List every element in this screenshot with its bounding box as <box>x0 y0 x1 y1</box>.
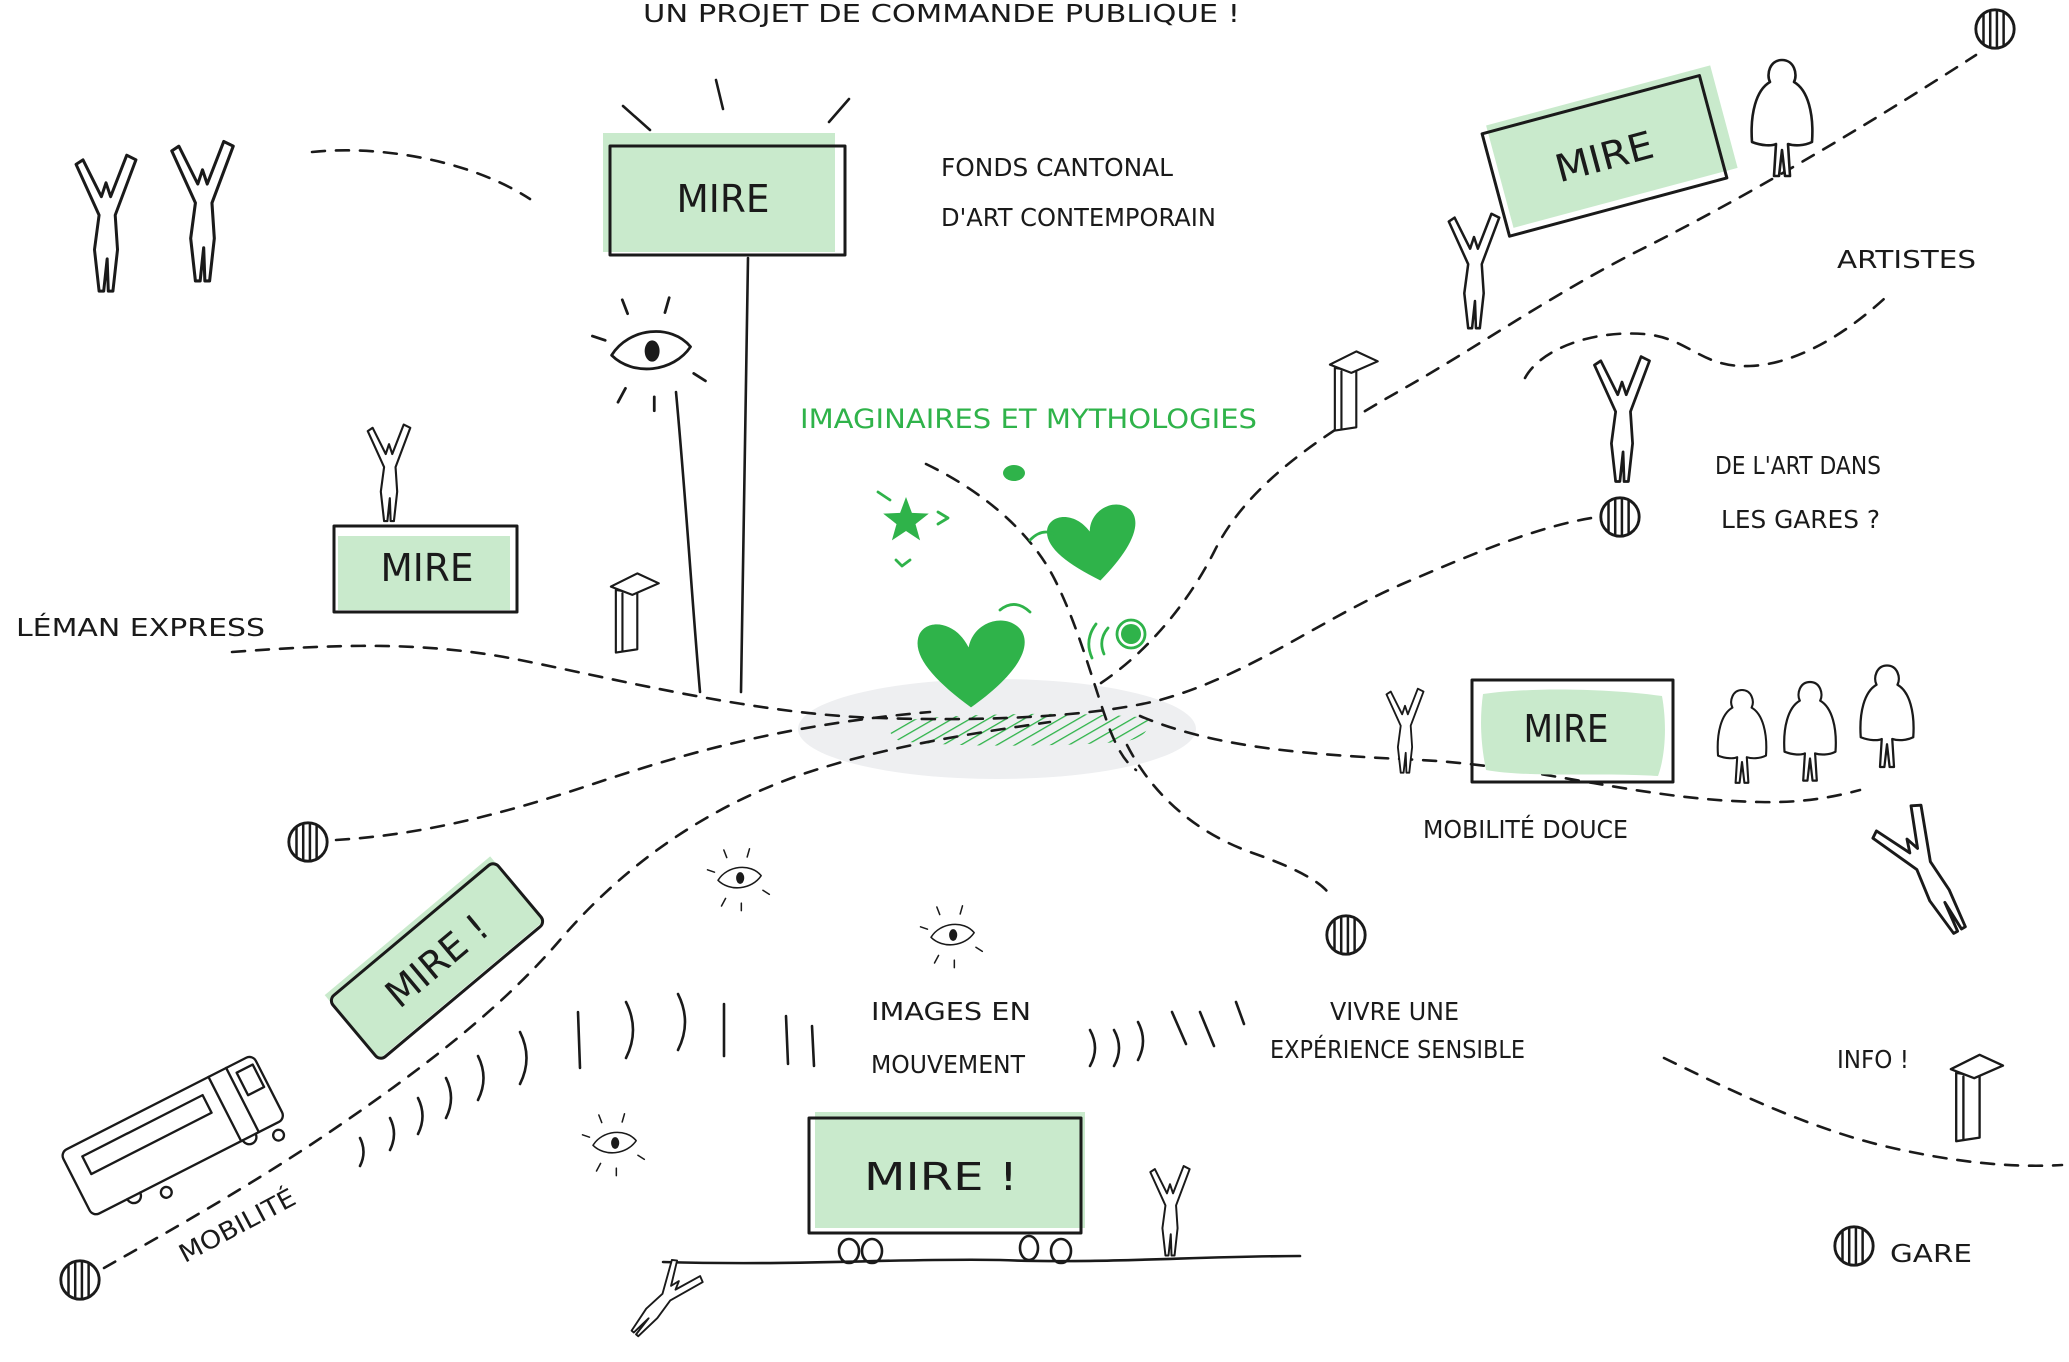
person-icon <box>1592 355 1652 484</box>
legend-gare: GARE <box>1833 1225 1972 1268</box>
eye-icon <box>591 296 707 413</box>
green-dot <box>1003 465 1025 481</box>
station-icon <box>59 1259 101 1301</box>
dashed-routes <box>102 53 2064 1270</box>
label-leman-express: LÉMAN EXPRESS <box>16 613 265 642</box>
label-les-gares: LES GARES ? <box>1721 505 1880 534</box>
mire-box-top-right: MIRE <box>1480 65 1738 238</box>
person-icon <box>74 153 138 293</box>
route-imaginaires-curve <box>924 462 1138 772</box>
eye-icon <box>919 905 984 969</box>
mire-box-right: MIRE <box>1470 678 1675 784</box>
person-icon <box>1859 664 1915 769</box>
mire-box-left: MIRE <box>332 524 519 614</box>
legend-gare-label: GARE <box>1890 1239 1972 1268</box>
label-info: INFO ! <box>1837 1045 1909 1074</box>
station-icon <box>1833 1225 1875 1267</box>
person-icon <box>1716 688 1768 785</box>
sparkle-marks <box>876 490 1110 660</box>
route-mobilite <box>102 720 1052 1270</box>
info-kiosk-icon <box>1949 1053 2005 1143</box>
ground-line <box>661 1254 1302 1265</box>
route-artistes <box>1523 296 1887 380</box>
mire-label-right: MIRE <box>1524 707 1609 751</box>
info-kiosk-icon <box>609 572 660 654</box>
label-fonds-cantonal: FONDS CANTONAL <box>941 153 1173 182</box>
mire-box-top-center: MIRE <box>603 133 847 257</box>
green-dot-ring <box>1115 618 1147 650</box>
green-dot <box>1121 624 1141 644</box>
station-icon <box>287 821 329 863</box>
person-icon <box>1750 58 1814 178</box>
label-mouvement: MOUVEMENT <box>871 1050 1026 1079</box>
person-icon <box>1149 1164 1191 1257</box>
mire-label-top-center: MIRE <box>677 177 770 221</box>
mire-label-truck: MIRE ! <box>864 1155 1018 1199</box>
person-icon <box>366 423 412 523</box>
signpost-pole <box>674 256 750 694</box>
route-top-right-station <box>1099 53 1978 685</box>
mire-label-left: MIRE <box>381 546 474 590</box>
eye-icon <box>706 848 771 912</box>
info-kiosk-icon <box>1328 350 1379 432</box>
truck-wheels <box>837 1234 1073 1265</box>
label-mobilite-douce: MOBILITÉ DOUCE <box>1423 815 1628 844</box>
person-icon <box>1782 680 1838 782</box>
motion-arcs <box>358 992 1246 1168</box>
label-imaginaires-mythologies: IMAGINAIRES ET MYTHOLOGIES <box>800 404 1257 435</box>
label-images-en: IMAGES EN <box>871 997 1031 1026</box>
eye-icon <box>581 1113 646 1177</box>
label-artistes: ARTISTES <box>1837 245 1976 274</box>
route-leman-express <box>230 515 1600 721</box>
person-icon-jumping <box>619 1254 706 1347</box>
route-bottom-right <box>1662 1056 2064 1168</box>
person-icon-leaping <box>1866 799 1987 947</box>
person-icon <box>1385 687 1425 774</box>
person-icon <box>1447 212 1501 330</box>
label-art-contemporain: D'ART CONTEMPORAIN <box>941 203 1216 232</box>
route-mobilite-douce <box>1138 714 1862 804</box>
label-experience-sensible: EXPÉRIENCE SENSIBLE <box>1270 1035 1525 1064</box>
station-icon <box>1599 496 1641 538</box>
mire-truck: MIRE ! <box>807 1112 1085 1265</box>
station-icon <box>1974 8 2016 50</box>
star-icon <box>883 497 929 541</box>
route-bottom-right-station <box>1125 743 1332 897</box>
station-icon <box>1325 914 1367 956</box>
sun-rays <box>621 78 851 132</box>
heart-icon-small <box>1043 501 1145 589</box>
label-art-dans: DE L'ART DANS <box>1715 451 1881 480</box>
mire-box-tilted: MIRE ! <box>324 856 545 1060</box>
route-left-station <box>334 710 932 842</box>
label-mobilite: MOBILITÉ <box>174 1183 301 1269</box>
imaginaires-cluster <box>876 465 1147 708</box>
person-icon <box>170 139 235 283</box>
page-title: UN PROJET DE COMMANDE PUBLIQUE ! <box>643 0 1240 28</box>
route-top-left <box>310 149 532 201</box>
label-vivre-une: VIVRE UNE <box>1330 997 1459 1026</box>
